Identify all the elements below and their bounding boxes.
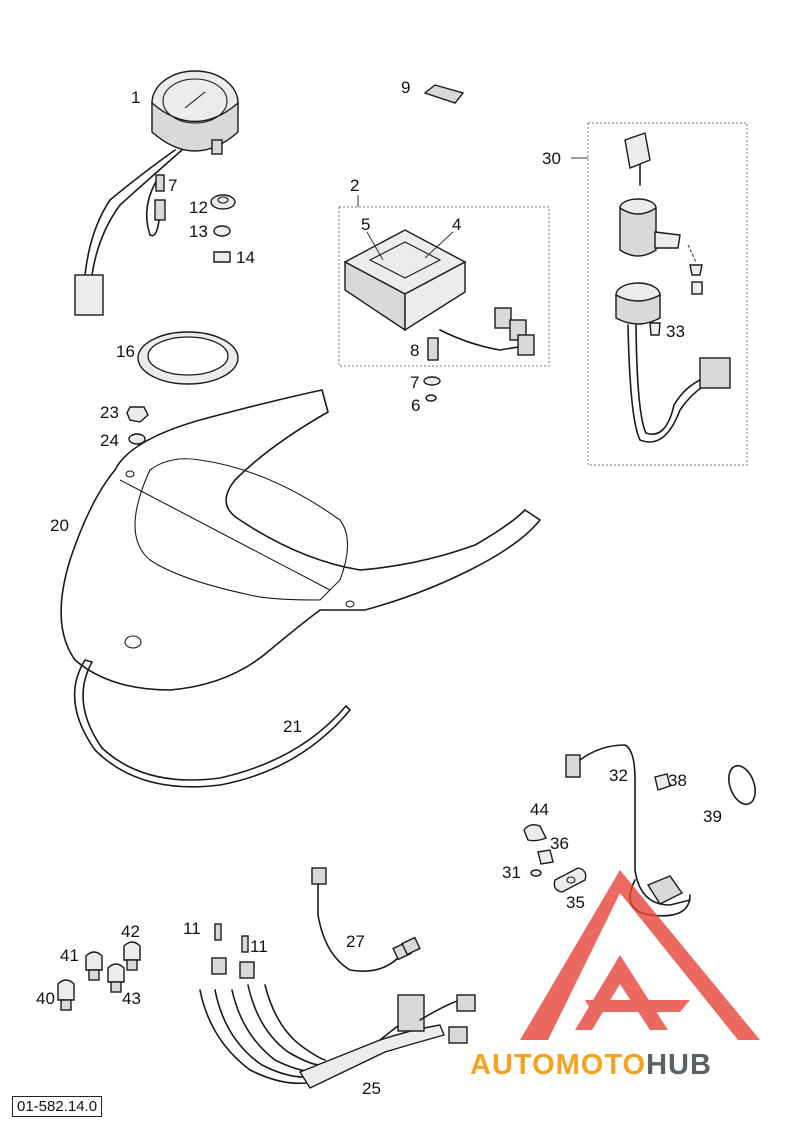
callout-2: 2 bbox=[350, 176, 359, 195]
small-hardware-parts bbox=[523, 823, 587, 893]
callout-33: 33 bbox=[666, 322, 685, 341]
seal-strip-part bbox=[73, 659, 351, 788]
callout-36: 36 bbox=[550, 834, 569, 853]
strip-part bbox=[423, 84, 465, 104]
callout-35: 35 bbox=[566, 893, 585, 912]
callout-11b: 11 bbox=[250, 937, 268, 956]
wiring-harness-part bbox=[199, 923, 476, 1089]
callout-11: 11 bbox=[183, 919, 201, 938]
callout-30: 30 bbox=[542, 149, 561, 168]
cable-sensor-part bbox=[565, 744, 756, 917]
callout-labels: 1 2 4 5 6 7 7 8 9 11 11 12 13 14 16 20 2… bbox=[36, 78, 722, 1098]
group-box-30 bbox=[587, 122, 748, 466]
speedometer-part bbox=[74, 70, 239, 316]
callout-13: 13 bbox=[189, 222, 208, 241]
brand-part1: AUTOMOTO bbox=[470, 1049, 646, 1081]
callout-40: 40 bbox=[36, 989, 55, 1008]
callout-31: 31 bbox=[502, 863, 521, 882]
brand-part2: HUB bbox=[646, 1049, 712, 1081]
callout-38: 38 bbox=[668, 771, 687, 790]
cable-27-part bbox=[311, 867, 421, 972]
callout-21: 21 bbox=[283, 717, 302, 736]
callout-14: 14 bbox=[236, 248, 255, 267]
callout-43: 43 bbox=[122, 989, 141, 1008]
control-module-part bbox=[343, 229, 535, 361]
fairing-part bbox=[60, 389, 541, 691]
callout-44: 44 bbox=[530, 800, 549, 819]
nut-6 bbox=[425, 394, 437, 402]
automotohub-wordmark: AUTOMOTOHUB bbox=[470, 1049, 712, 1081]
bulb-parts bbox=[57, 941, 141, 1011]
callout-9: 9 bbox=[401, 78, 410, 97]
callout-32: 32 bbox=[609, 766, 628, 785]
callout-42: 42 bbox=[121, 922, 140, 941]
washer-7 bbox=[423, 376, 441, 386]
callout-7: 7 bbox=[168, 176, 177, 195]
callout-1: 1 bbox=[131, 88, 140, 107]
callout-39: 39 bbox=[703, 807, 722, 826]
callout-4: 4 bbox=[452, 215, 461, 234]
callout-12: 12 bbox=[189, 198, 208, 217]
callout-23: 23 bbox=[100, 403, 119, 422]
callout-7b: 7 bbox=[410, 373, 419, 392]
callout-41: 41 bbox=[60, 946, 79, 965]
callout-5: 5 bbox=[361, 215, 370, 234]
callout-27: 27 bbox=[346, 932, 365, 951]
group-box-2 bbox=[338, 206, 550, 367]
grommet-washer-nut bbox=[210, 194, 236, 263]
callout-25: 25 bbox=[362, 1079, 381, 1098]
automotohub-logo bbox=[520, 870, 760, 1040]
drawing-number: 01-582.14.0 bbox=[12, 1096, 103, 1117]
nut-23 bbox=[126, 406, 149, 423]
washer-24 bbox=[128, 433, 146, 445]
callout-16: 16 bbox=[116, 342, 135, 361]
callout-24: 24 bbox=[100, 431, 119, 450]
rubber-ring-part bbox=[137, 331, 239, 385]
leader-lines bbox=[357, 157, 697, 263]
ignition-lock-part bbox=[615, 132, 731, 443]
callout-8: 8 bbox=[410, 341, 419, 360]
callout-6: 6 bbox=[411, 396, 420, 415]
callout-20: 20 bbox=[50, 516, 69, 535]
